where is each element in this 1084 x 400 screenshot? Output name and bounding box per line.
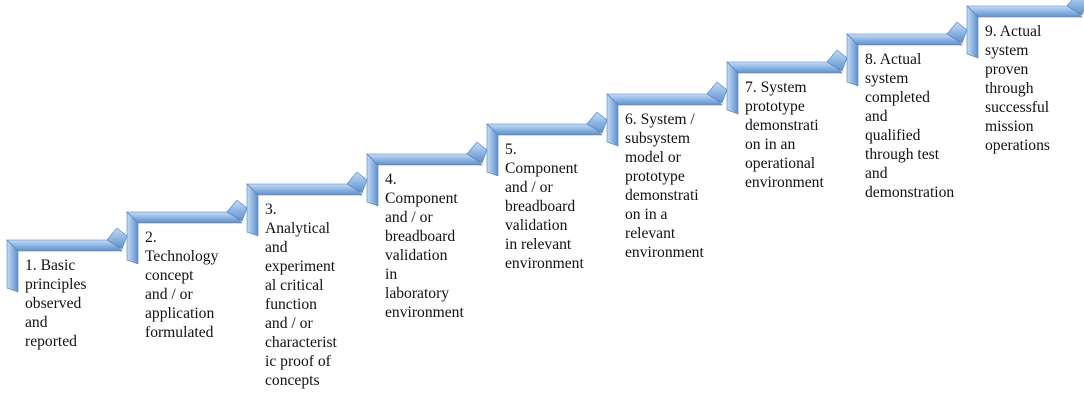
step-arrow-head (1066, 0, 1084, 16)
step-arrow-shaft (6, 239, 123, 252)
step-arrow-shaft (246, 183, 363, 196)
step-arrow-1 (6, 227, 128, 293)
step-label-9: 9. Actual system proven through successf… (985, 23, 1050, 154)
step-label-5: 5. Component and / or breadboard validat… (505, 141, 584, 272)
step-arrow-drop (126, 211, 139, 265)
step-arrow-shaft (966, 5, 1083, 18)
step-label-2: 2. Technology concept and / or applicati… (145, 229, 219, 341)
step-arrow-5 (486, 111, 608, 177)
step-arrow-shaft (606, 93, 723, 106)
step-arrow-drop (726, 61, 739, 115)
step-arrow-shaft (846, 33, 963, 46)
step-arrow-drop (846, 33, 859, 87)
step-arrow-drop (246, 183, 259, 237)
step-arrow-3 (246, 171, 368, 237)
step-label-6: 6. System / subsystem model or prototype… (625, 111, 704, 261)
step-label-7: 7. System prototype demonstrati on in an… (745, 79, 824, 191)
step-label-3: 3. Analytical and experiment al critical… (265, 201, 337, 389)
step-arrow-2 (126, 199, 248, 265)
step-arrow-shaft (726, 61, 843, 74)
step-arrow-drop (6, 239, 19, 293)
step-arrow-6 (606, 81, 728, 147)
step-arrow-drop (366, 153, 379, 207)
step-label-8: 8. Actual system completed and qualified… (865, 51, 955, 201)
step-arrow-drop (486, 123, 499, 177)
step-label-1: 1. Basic principles observed and reporte… (25, 257, 87, 350)
step-arrow-drop (966, 5, 979, 59)
step-arrow-9 (966, 0, 1084, 59)
step-arrow-shaft (126, 211, 243, 224)
step-arrow-7 (726, 49, 848, 115)
step-arrow-drop (606, 93, 619, 147)
step-arrow-8 (846, 21, 968, 87)
step-label-4: 4. Component and / or breadboard validat… (385, 171, 464, 321)
step-arrow-shaft (366, 153, 483, 166)
step-arrow-shaft (486, 123, 603, 136)
